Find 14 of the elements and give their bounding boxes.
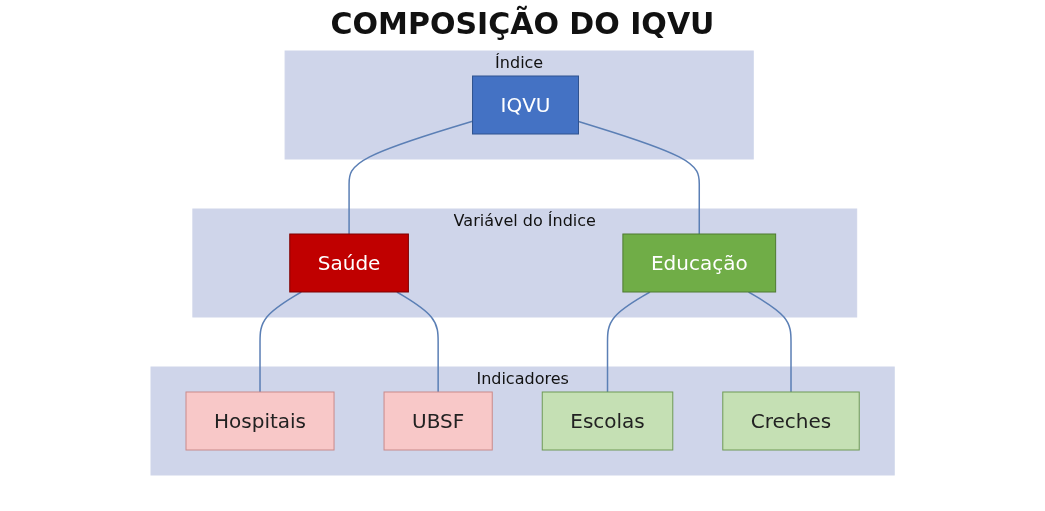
node-box: UBSF [383,391,493,451]
node-box: Creches [722,391,860,451]
connector [348,120,474,235]
node-box: Hospitais [185,391,335,451]
node-box: Saúde [289,233,409,293]
diagram-title: COMPOSIÇÃO DO IQVU [329,6,716,41]
connector [396,291,439,393]
node-box: Escolas [541,391,674,451]
node-box: Educação [622,233,776,293]
connector [259,291,302,393]
connector [747,291,792,393]
node-box: IQVU [471,75,579,135]
connector [577,120,700,235]
connector [606,291,651,393]
